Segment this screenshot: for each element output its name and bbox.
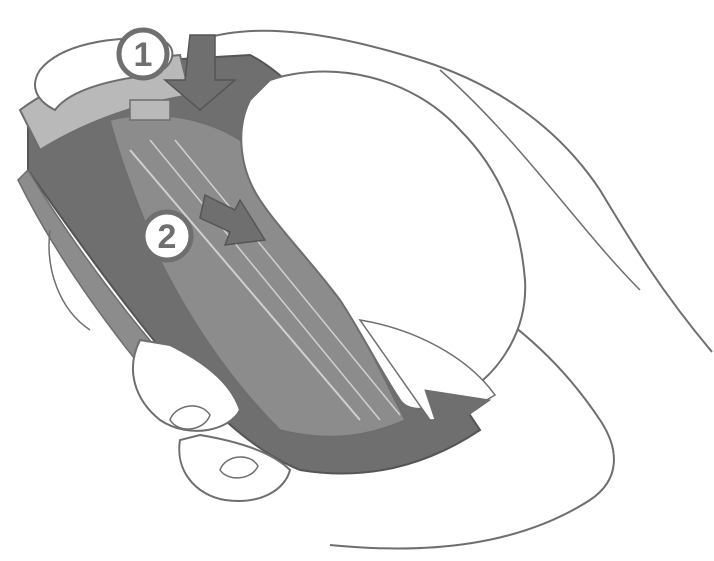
step-marker-1: 1 [119, 30, 167, 78]
latch-button [130, 100, 170, 120]
step-marker-2-label: 2 [158, 218, 177, 256]
step-marker-1-label: 1 [134, 36, 153, 74]
step-marker-2: 2 [143, 212, 191, 260]
